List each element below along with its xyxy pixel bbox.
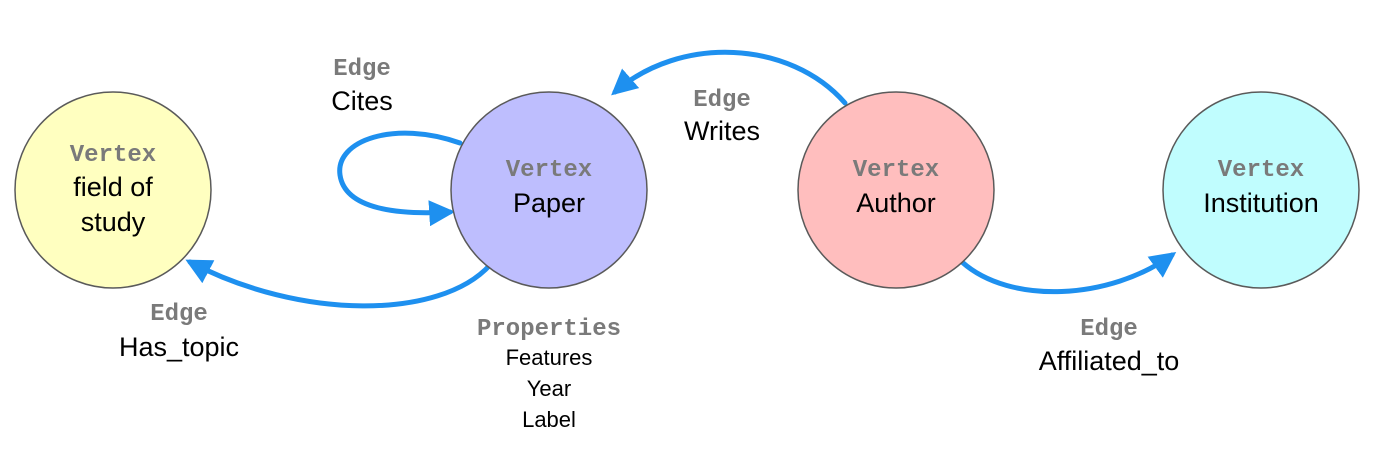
edge-cites-loop (337, 130, 463, 227)
property-item: Label (522, 407, 576, 432)
edge-name: Cites (331, 86, 393, 116)
edge-label-writes: Edge Writes (684, 87, 760, 146)
edge-label-has-topic: Edge Has_topic (119, 301, 239, 362)
vertex-name: study (81, 207, 146, 237)
vertex-name: field of (73, 172, 153, 202)
property-item: Features (506, 345, 593, 370)
edge-writes (611, 49, 848, 106)
edge-affiliated-to (959, 251, 1177, 295)
vertex-name: Institution (1203, 188, 1319, 218)
edge-name: Has_topic (119, 332, 239, 362)
vertex-name: Author (856, 188, 936, 218)
edge-keyword: Edge (693, 87, 751, 114)
vertex-keyword: Vertex (506, 157, 592, 184)
edge-name: Writes (684, 116, 760, 146)
vertex-paper: Vertex Paper (450, 91, 648, 289)
edge-keyword: Edge (333, 56, 391, 83)
vertex-keyword: Vertex (853, 157, 939, 184)
edge-name: Affiliated_to (1039, 346, 1180, 376)
vertex-institution: Vertex Institution (1162, 91, 1360, 289)
edge-keyword: Edge (150, 301, 208, 328)
property-item: Year (527, 376, 571, 401)
properties-title: Properties (477, 316, 621, 343)
vertex-keyword: Vertex (1218, 157, 1304, 184)
edge-label-affiliated-to: Edge Affiliated_to (1039, 316, 1180, 376)
vertex-keyword: Vertex (70, 142, 156, 169)
edge-keyword: Edge (1080, 316, 1138, 343)
edge-has-topic (185, 259, 493, 309)
vertex-name: Paper (513, 188, 585, 218)
paper-properties: Properties Features Year Label (477, 316, 621, 432)
vertex-field-of-study: Vertex field of study (14, 91, 212, 289)
vertex-author: Vertex Author (797, 91, 995, 289)
edge-label-cites: Edge Cites (331, 56, 393, 116)
